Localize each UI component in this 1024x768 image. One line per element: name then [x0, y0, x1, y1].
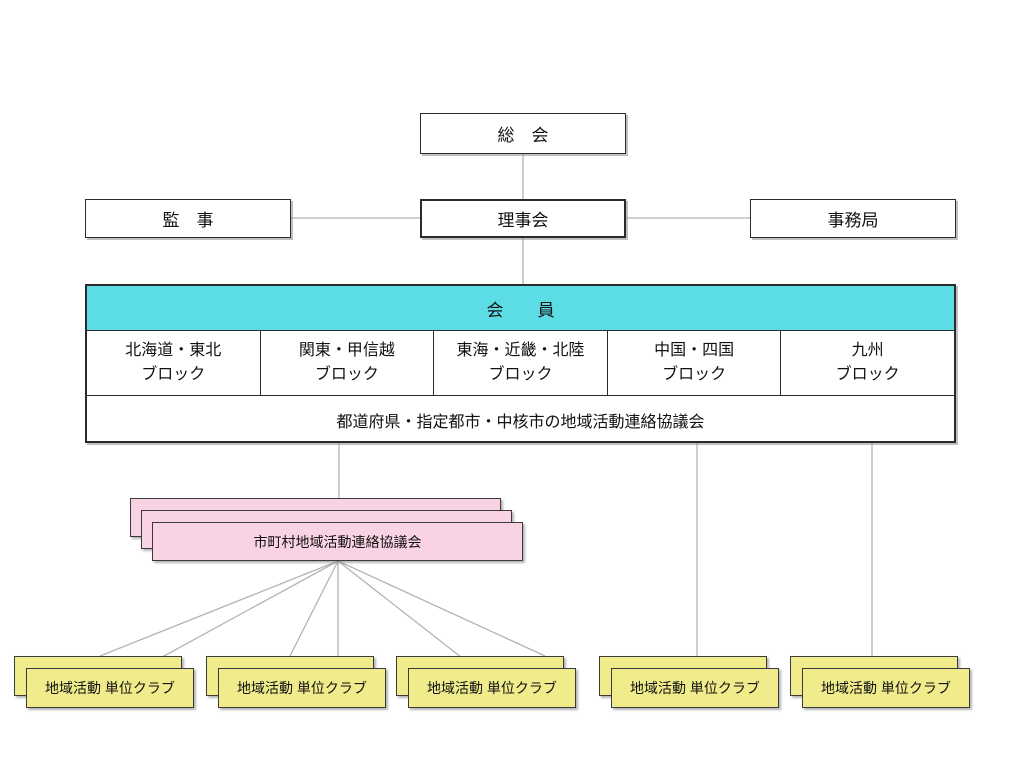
general-meeting-box: 総 会: [420, 113, 626, 154]
block-tokai-kinki-hokuriku: 東海・近畿・北陸 ブロック: [434, 331, 608, 395]
member-header: 会 員: [87, 286, 954, 331]
block-suffix: ブロック: [141, 366, 206, 383]
block-region: 中国・四国: [654, 342, 735, 359]
auditor-box: 監 事: [85, 199, 291, 238]
block-row: 北海道・東北 ブロック 関東・甲信越 ブロック 東海・近畿・北陸 ブロック 中国…: [87, 331, 954, 396]
prefectural-council-row: 都道府県・指定都市・中核市の地域活動連絡協議会: [336, 413, 705, 431]
municipal-council-box: 市町村地域活動連絡協議会: [152, 522, 523, 561]
block-region: 北海道・東北: [125, 342, 222, 359]
block-kyushu: 九州 ブロック: [781, 331, 954, 395]
block-suffix: ブロック: [314, 366, 379, 383]
block-kanto-koshinetsu: 関東・甲信越 ブロック: [261, 331, 435, 395]
secretariat-box: 事務局: [750, 199, 956, 238]
block-region: 九州: [851, 342, 884, 359]
unit-club-box-3: 地域活動 単位クラブ: [408, 668, 576, 708]
block-hokkaido-tohoku: 北海道・東北 ブロック: [87, 331, 261, 395]
unit-club-box-4: 地域活動 単位クラブ: [611, 668, 779, 708]
unit-club-box-5: 地域活動 単位クラブ: [802, 668, 970, 708]
block-chugoku-shikoku: 中国・四国 ブロック: [608, 331, 782, 395]
member-table: 会 員 北海道・東北 ブロック 関東・甲信越 ブロック 東海・近畿・北陸 ブロッ…: [85, 284, 956, 443]
block-suffix: ブロック: [662, 366, 727, 383]
board-of-directors-box: 理事会: [420, 199, 626, 238]
unit-club-box-1: 地域活動 単位クラブ: [26, 668, 194, 708]
block-suffix: ブロック: [835, 366, 900, 383]
unit-club-box-2: 地域活動 単位クラブ: [218, 668, 386, 708]
block-suffix: ブロック: [488, 366, 553, 383]
block-region: 東海・近畿・北陸: [456, 342, 585, 359]
block-region: 関東・甲信越: [298, 342, 395, 359]
